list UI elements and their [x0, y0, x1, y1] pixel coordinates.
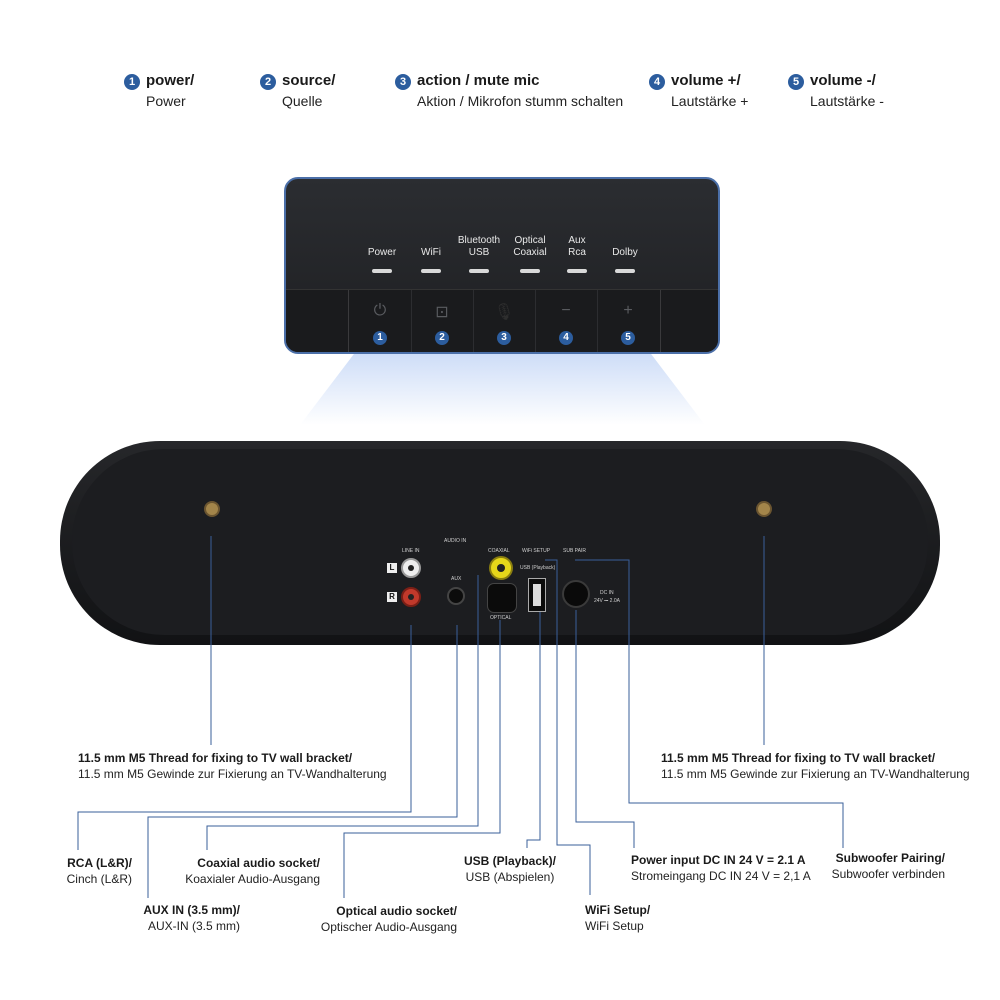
label-coaxial: Coaxial audio socket/ Koaxialer Audio-Au…	[185, 856, 320, 886]
coaxial-jack	[489, 556, 513, 580]
indicator-led	[469, 269, 489, 273]
button-number: 2	[435, 331, 449, 345]
source-button[interactable]: ⊡ 2	[411, 290, 473, 352]
legend-title: volume -/	[810, 72, 876, 89]
indicator-led	[615, 269, 635, 273]
legend-number: 5	[788, 74, 804, 90]
indicator-led	[520, 269, 540, 273]
mount-thread-right	[756, 501, 772, 517]
button-divider	[597, 290, 598, 352]
button-divider	[473, 290, 474, 352]
legend-subtitle: Lautstärke -	[810, 93, 884, 109]
legend-subtitle: Power	[146, 93, 186, 109]
optical-jack	[487, 583, 517, 613]
dc-rating-label: 24V ⎓ 2.0A	[594, 598, 620, 604]
minus-icon: −	[561, 302, 571, 319]
label-optical: Optical audio socket/ Optischer Audio-Au…	[320, 904, 457, 934]
label-rca: RCA (L&R)/ Cinch (L&R)	[66, 856, 132, 886]
button-divider	[411, 290, 412, 352]
mount-thread-left	[204, 501, 220, 517]
source-icon: ⊡	[435, 304, 449, 321]
power-icon: ⏻	[373, 302, 387, 319]
legend-subtitle: Quelle	[282, 93, 323, 109]
label-subwoofer: Subwoofer Pairing/ Subwoofer verbinden	[831, 851, 945, 881]
line-in-label: LINE IN	[402, 548, 420, 554]
legend-title: source/	[282, 72, 336, 89]
volume-up-button[interactable]: + 5	[597, 290, 659, 352]
wifi-setup-port-label: WiFi SETUP	[522, 548, 551, 554]
legend-title: power/	[146, 72, 195, 89]
usb-playback-port-label: USB (Playback)	[520, 565, 556, 571]
indicator-wifi: WiFi	[421, 247, 441, 258]
leader-usb	[526, 612, 541, 848]
leader-wifi	[545, 559, 591, 895]
indicator-led	[372, 269, 392, 273]
label-wifi-setup: WiFi Setup/ WiFi Setup	[585, 903, 651, 933]
button-row: ⏻ 1 ⊡ 2 🎙 3 − 4 + 5	[286, 289, 718, 352]
button-divider	[535, 290, 536, 352]
button-number: 3	[497, 331, 511, 345]
coaxial-port-label: COAXIAL	[488, 548, 510, 554]
leader-aux	[147, 625, 458, 898]
leader-subwoofer	[575, 559, 844, 848]
sub-pair-port-label: SUB PAIR	[563, 548, 586, 554]
button-divider	[348, 290, 349, 352]
indicator-led	[421, 269, 441, 273]
action-mute-button[interactable]: 🎙 3	[473, 290, 535, 352]
indicator-power: Power	[367, 247, 397, 258]
label-thread-right: 11.5 mm M5 Thread for fixing to TV wall …	[661, 751, 970, 781]
microphone-icon: 🎙	[493, 304, 515, 321]
label-power-input: Power input DC IN 24 V = 2.1 A Stromeing…	[631, 853, 811, 883]
label-usb: USB (Playback)/ USB (Abspielen)	[463, 854, 557, 884]
legend-subtitle: Lautstärke +	[671, 93, 749, 109]
power-button[interactable]: ⏻ 1	[349, 290, 411, 352]
indicator-dolby: Dolby	[612, 247, 638, 258]
legend-subtitle: Aktion / Mikrofon stumm schalten	[417, 93, 624, 109]
right-channel-badge: R	[387, 592, 397, 602]
legend-title: action / mute mic	[417, 72, 540, 89]
optical-port-label: OPTICAL	[490, 615, 512, 621]
legend-number: 3	[395, 74, 411, 90]
legend-number: 2	[260, 74, 276, 90]
button-number: 1	[373, 331, 387, 345]
legend-title: volume +/	[671, 72, 741, 89]
rca-right-jack	[401, 587, 421, 607]
leader-coaxial	[206, 575, 479, 850]
indicator-led	[567, 269, 587, 273]
rca-left-jack	[401, 558, 421, 578]
plus-icon: +	[623, 302, 633, 319]
button-number: 5	[621, 331, 635, 345]
legend-number: 1	[124, 74, 140, 90]
panel-glow	[300, 345, 705, 425]
aux-jack	[447, 587, 465, 605]
aux-port-label: AUX	[451, 576, 462, 582]
label-thread-left: 11.5 mm M5 Thread for fixing to TV wall …	[78, 751, 387, 781]
audio-in-label: AUDIO IN	[444, 538, 467, 544]
button-divider	[660, 290, 661, 352]
button-number: 4	[559, 331, 573, 345]
leader-optical	[343, 620, 501, 898]
label-aux-in: AUX IN (3.5 mm)/ AUX-IN (3.5 mm)	[143, 903, 240, 933]
usb-port	[528, 578, 546, 612]
leader-rca	[77, 625, 412, 850]
leader-power	[575, 610, 635, 848]
volume-down-button[interactable]: − 4	[535, 290, 597, 352]
dc-in-jack	[562, 580, 590, 608]
legend-number: 4	[649, 74, 665, 90]
dc-in-port-label: DC IN	[600, 590, 614, 596]
left-channel-badge: L	[387, 563, 397, 573]
